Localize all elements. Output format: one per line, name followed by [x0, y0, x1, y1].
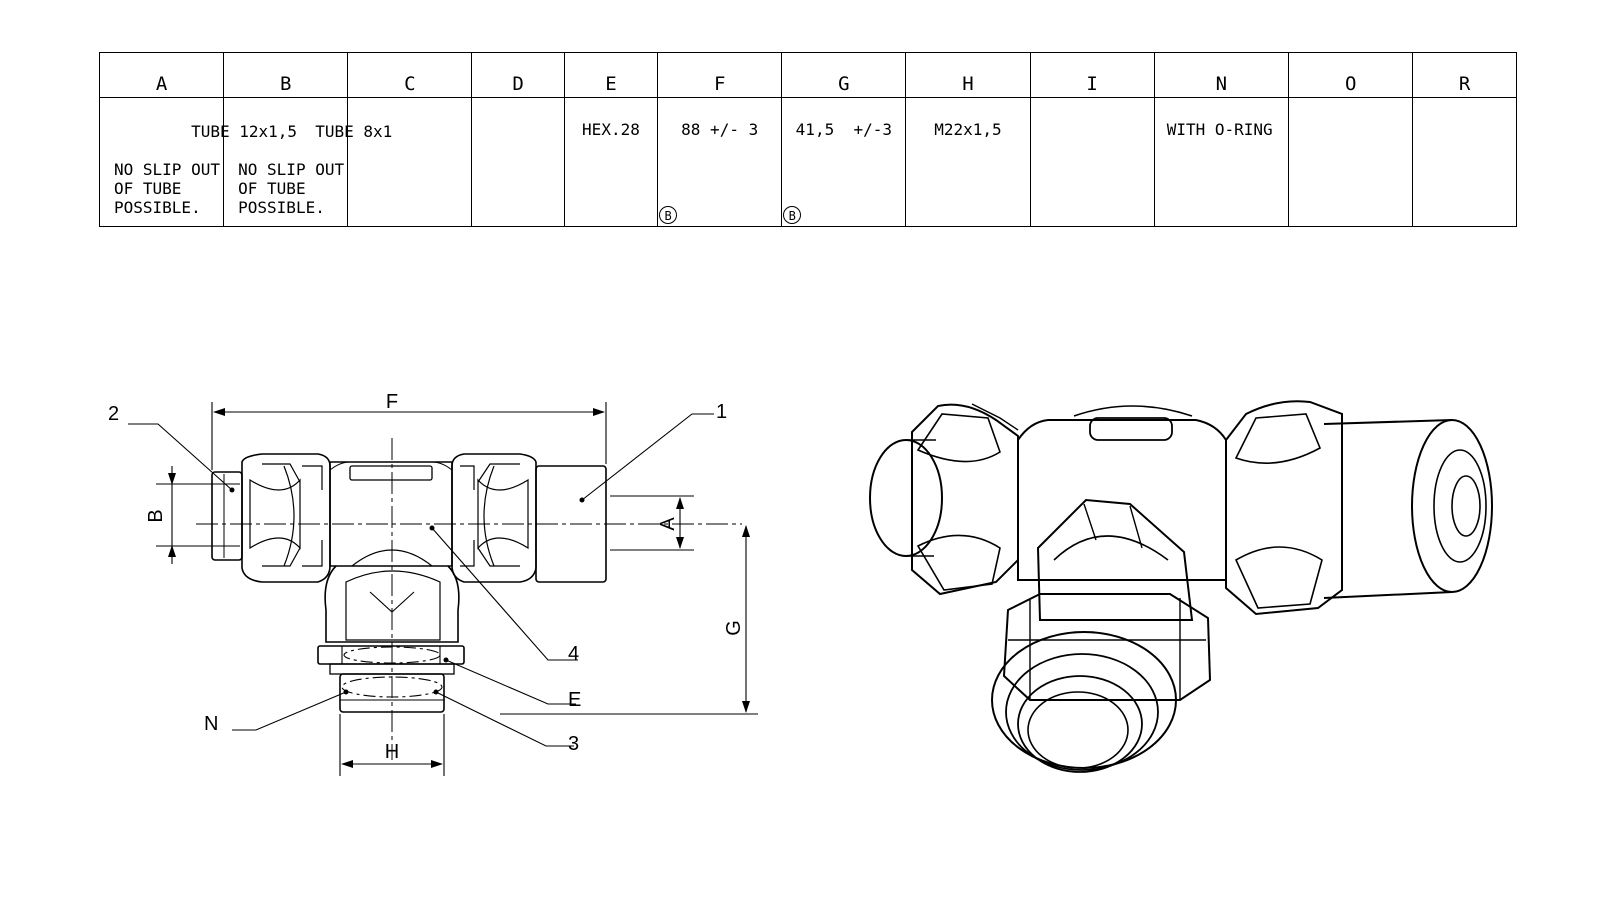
cell-g-mark: B: [783, 206, 802, 224]
cell-o: [1288, 97, 1414, 227]
table-value-row: TUBE 12x1,5 NO SLIP OUT OF TUBE POSSIBLE…: [98, 97, 1517, 227]
cell-n: WITH O-RING: [1153, 97, 1290, 227]
cell-b: TUBE 8x1 NO SLIP OUT OF TUBE POSSIBLE.: [223, 97, 392, 227]
callout-3: 3: [568, 733, 579, 755]
iso-central-body: [1017, 419, 1227, 581]
centre-lines: [196, 438, 742, 760]
cell-g-value: 41,5 +/-3: [795, 120, 892, 139]
dim-label-f: F: [386, 391, 398, 413]
callout-n: N: [204, 713, 218, 735]
leader-dots: [229, 487, 585, 695]
dim-label-a: A: [657, 517, 679, 531]
right-collet: [451, 453, 537, 583]
cell-e: HEX.28: [563, 97, 659, 227]
cell-b-note: NO SLIP OUT OF TUBE POSSIBLE.: [238, 160, 345, 217]
cell-g: 41,5 +/-3 B: [781, 97, 907, 227]
isometric-view: [869, 400, 1493, 773]
drawing-labels: F B A G H 2 1 4 E 3 N: [108, 391, 745, 763]
iso-right-tube-end: [1411, 419, 1493, 593]
cell-a: TUBE 12x1,5 NO SLIP OUT OF TUBE POSSIBLE…: [98, 97, 297, 227]
callout-e: E: [568, 689, 581, 711]
cell-f-mark: B: [659, 206, 678, 224]
iso-right-tube: [1323, 419, 1453, 599]
left-collet: [241, 453, 331, 583]
iso-hex-nut: [1002, 593, 1212, 701]
cell-f: 88 +/- 3 B: [657, 97, 783, 227]
iso-right-collet: [1225, 400, 1343, 616]
col-header-f: F: [657, 52, 783, 98]
dim-label-b: B: [145, 509, 167, 522]
side-view: [211, 453, 607, 713]
body-slot: [349, 465, 433, 481]
iso-lower-branch: [1036, 498, 1194, 621]
callout-2: 2: [108, 403, 119, 425]
dim-label-h: H: [385, 741, 399, 763]
iso-body-slot: [1089, 417, 1173, 441]
cell-e-value: HEX.28: [582, 120, 640, 139]
dim-label-g: G: [723, 620, 745, 636]
cell-h-value: M22x1,5: [934, 120, 1002, 139]
cell-f-value: 88 +/- 3: [681, 120, 759, 139]
hex-nut: [317, 645, 465, 665]
iso-left-tube: [869, 439, 943, 557]
callout-1: 1: [716, 401, 727, 423]
cell-h: M22x1,5: [905, 97, 1031, 227]
iso-left-collet: [911, 403, 1019, 596]
col-header-e: E: [563, 52, 659, 98]
table-header-row: A B C D E F G H I N O R: [98, 52, 1517, 98]
callout-4: 4: [568, 643, 579, 665]
cell-a-note: NO SLIP OUT OF TUBE POSSIBLE.: [114, 160, 220, 217]
col-header-a: A: [98, 52, 225, 98]
cell-n-value: WITH O-RING: [1166, 120, 1273, 139]
col-header-n: N: [1153, 52, 1290, 98]
cell-r: [1412, 97, 1517, 227]
dimension-lines: [128, 402, 758, 776]
spec-table: A B C D E F G H I N O R TUBE 12x1,5 NO S…: [98, 52, 1517, 227]
